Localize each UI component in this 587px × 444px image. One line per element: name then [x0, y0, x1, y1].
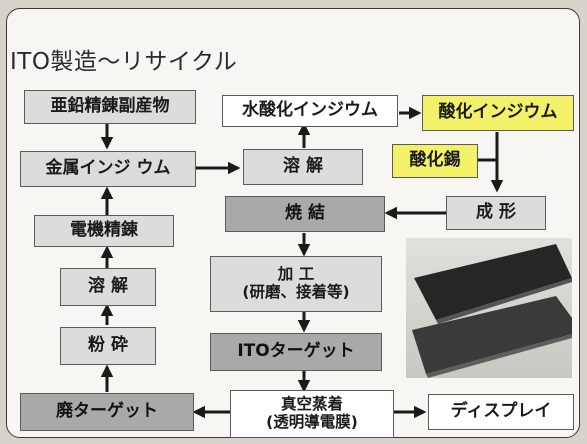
box-sintering: 焼 結 [225, 196, 385, 232]
ito-target-photo [406, 238, 572, 378]
box-zinc-byproduct: 亜鉛精錬副産物 [24, 90, 196, 124]
box-crush: 粉 砕 [60, 327, 156, 365]
diagram-title: ITO製造～リサイクル [10, 49, 238, 75]
box-ito-target: ITOターゲット [210, 333, 382, 371]
box-dissolve-middle: 溶 解 [243, 149, 363, 185]
box-waste-target: 廃ターゲット [20, 393, 194, 431]
ito-plates-image [412, 244, 572, 378]
box-dissolve-left: 溶 解 [60, 268, 156, 306]
box-metal-indium: 金属インジ ウム [20, 151, 196, 187]
box-electrorefining: 電機精錬 [34, 215, 174, 247]
box-forming: 成 形 [446, 196, 546, 230]
processing-detail: (研磨、接着等) [242, 283, 350, 301]
box-display: ディスプレイ [428, 394, 574, 430]
box-processing: 加 工 (研磨、接着等) [210, 256, 382, 312]
box-tin-oxide: 酸化錫 [392, 144, 478, 178]
box-indium-oxide: 酸化インジウム [422, 95, 574, 131]
vacuum-label: 真空蒸着 [280, 395, 343, 414]
box-vacuum-deposition: 真空蒸着 (透明導電膜) [230, 390, 394, 438]
box-indium-hydroxide: 水酸化インジウム [222, 95, 398, 127]
processing-label: 加 工 [277, 265, 315, 284]
vacuum-detail: (透明導電膜) [266, 413, 358, 431]
